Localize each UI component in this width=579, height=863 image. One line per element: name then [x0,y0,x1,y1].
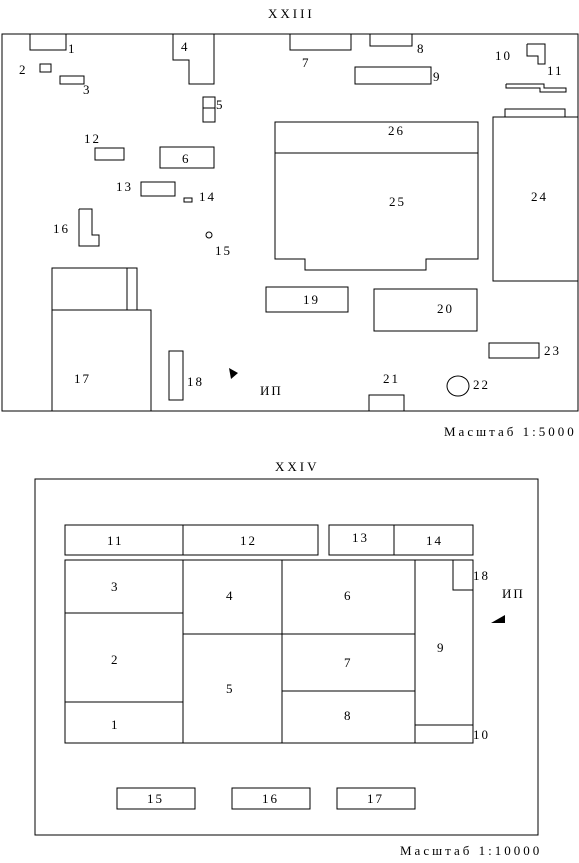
plan2-label-18: 18 [473,568,490,583]
plan1-label-5: 5 [216,97,225,112]
plan1-building-18 [168,350,184,401]
plan1-building-6 [159,146,215,169]
plan1-label-22: 22 [473,377,490,392]
plan1-mark: ИП [260,383,283,398]
plan2-building-11-12 [64,524,319,556]
plan1-building-9 [354,66,432,85]
plan2-label-8: 8 [344,708,353,723]
plan2-label-5: 5 [226,681,235,696]
plan1-label-10: 10 [495,48,512,63]
plan1-object-15 [205,231,213,239]
plan2-label-13: 13 [352,530,369,545]
plan1-building-23 [488,342,540,359]
plan1-building-4 [172,34,215,85]
plan1-label-15: 15 [215,243,232,258]
plan1-arrow-icon [229,368,238,379]
plan1-label-6: 6 [182,151,191,166]
plan2-label-7: 7 [344,655,353,670]
plan1-label-20: 20 [437,301,454,316]
plan2-scale: Масштаб 1:10000 [400,843,542,858]
plan1-label-7: 7 [302,55,311,70]
plan2-label-10: 10 [473,727,490,742]
plan1-building-14 [183,197,193,203]
plan2-frame [34,478,539,836]
plan1-label-26: 26 [388,123,405,138]
plan1-label-23: 23 [544,343,561,358]
plan1-building-17 [51,309,152,412]
plan1-label-16: 16 [53,221,70,236]
plan2-building-17 [336,787,416,810]
plan1-label-2: 2 [19,62,28,77]
plan2-label-17: 17 [367,791,384,806]
plan1-label-4: 4 [181,39,190,54]
plan1-building-10 [526,43,546,65]
plan1-label-17: 17 [74,371,91,386]
plan1-label-14: 14 [199,189,216,204]
plan1-building-5 [202,96,216,123]
plan1-title: XXIII [268,6,315,21]
plan1-object-22 [446,375,470,397]
plan1-building-13 [140,181,176,197]
plan2-building-18 [452,559,474,591]
plan1-label-24: 24 [531,189,548,204]
plan1-label-25: 25 [389,194,406,209]
plan1-label-12: 12 [84,131,101,146]
plan2-label-12: 12 [240,533,257,548]
plan2-label-11: 11 [107,533,124,548]
plan1-building-3 [59,75,85,85]
plan2-label-16: 16 [262,791,279,806]
plan2-building-16 [231,787,311,810]
plan1-label-19: 19 [303,292,320,307]
plan1-building-1 [29,33,67,51]
plan1-label-8: 8 [417,41,426,56]
plan2-building-15 [116,787,196,810]
plan1-building-17-upper [51,267,138,311]
plan1-label-9: 9 [433,69,442,84]
plan2-label-3: 3 [111,579,120,594]
plan2-label-2: 2 [111,652,120,667]
plan1-building-2 [39,63,52,73]
plan2-arrow-icon [491,615,505,623]
plan1-label-13: 13 [116,179,133,194]
plan1-building-19 [265,286,349,313]
plan2-label-1: 1 [111,717,120,732]
plan1-building-26 [274,121,479,154]
plan2-label-9: 9 [437,640,446,655]
plan1-label-21: 21 [383,371,400,386]
plan1-label-3: 3 [83,82,92,97]
plan2-main-block [64,559,474,744]
plan2-label-14: 14 [426,533,443,548]
plan1-label-18: 18 [187,374,204,389]
plan1-building-25 [274,153,479,271]
plan1-label-1: 1 [68,41,77,56]
plan1-building-16 [78,208,100,247]
plan2-title: XXIV [275,459,320,474]
plan1-building-7 [289,33,352,51]
plan1-scale: Масштаб 1:5000 [444,424,577,439]
plan2-building-13-14 [328,524,474,556]
plan1-building-11 [505,83,567,93]
plan1-label-11: 11 [547,63,564,78]
plan2-label-6: 6 [344,588,353,603]
plan1-building-20 [373,288,478,332]
plan2-label-15: 15 [147,791,164,806]
plan1-building-12 [94,147,125,161]
plan2-mark: ИП [502,586,525,601]
plan2-label-4: 4 [226,588,235,603]
plan1-building-8 [369,33,413,47]
plan1-building-21 [368,394,405,412]
